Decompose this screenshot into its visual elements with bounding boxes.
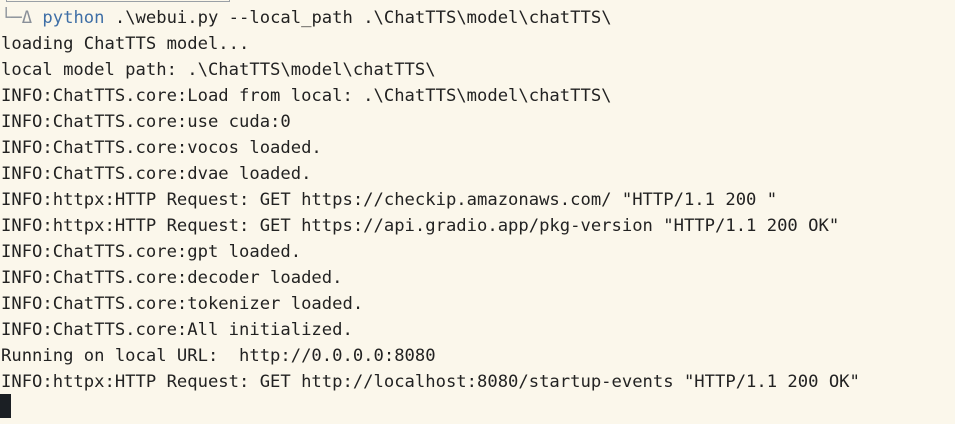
output-line: INFO:ChatTTS.core:All initialized. [1,320,353,340]
previous-prompt-fragment [0,0,230,5]
output-line: INFO:ChatTTS.core:dvae loaded. [1,164,312,184]
output-line: Running on local URL: http://0.0.0.0:808… [1,346,436,366]
output-line: INFO:ChatTTS.core:gpt loaded. [1,242,302,262]
output-line: INFO:ChatTTS.core:tokenizer loaded. [1,294,364,314]
prompt-args: .\webui.py --local_path .\ChatTTS\model\… [104,8,612,28]
output-line: INFO:ChatTTS.core:use cuda:0 [1,112,291,132]
output-line: INFO:httpx:HTTP Request: GET https://api… [1,216,840,236]
output-line: INFO:ChatTTS.core:decoder loaded. [1,268,343,288]
terminal-cursor[interactable] [0,394,11,418]
output-line: INFO:ChatTTS.core:Load from local: .\Cha… [1,86,612,106]
output-line: INFO:ChatTTS.core:vocos loaded. [1,138,322,158]
output-line: INFO:httpx:HTTP Request: GET https://che… [1,190,778,210]
output-line: loading ChatTTS model... [1,34,250,54]
prompt-box-border [6,0,230,2]
prompt-command: python [42,8,105,28]
output-line: local model path: .\ChatTTS\model\chatTT… [1,60,436,80]
output-line: INFO:httpx:HTTP Request: GET http://loca… [1,372,860,392]
prompt-tree-glyph: └─Δ [1,8,33,28]
prompt-line: └─Δ python .\webui.py --local_path .\Cha… [1,5,612,31]
